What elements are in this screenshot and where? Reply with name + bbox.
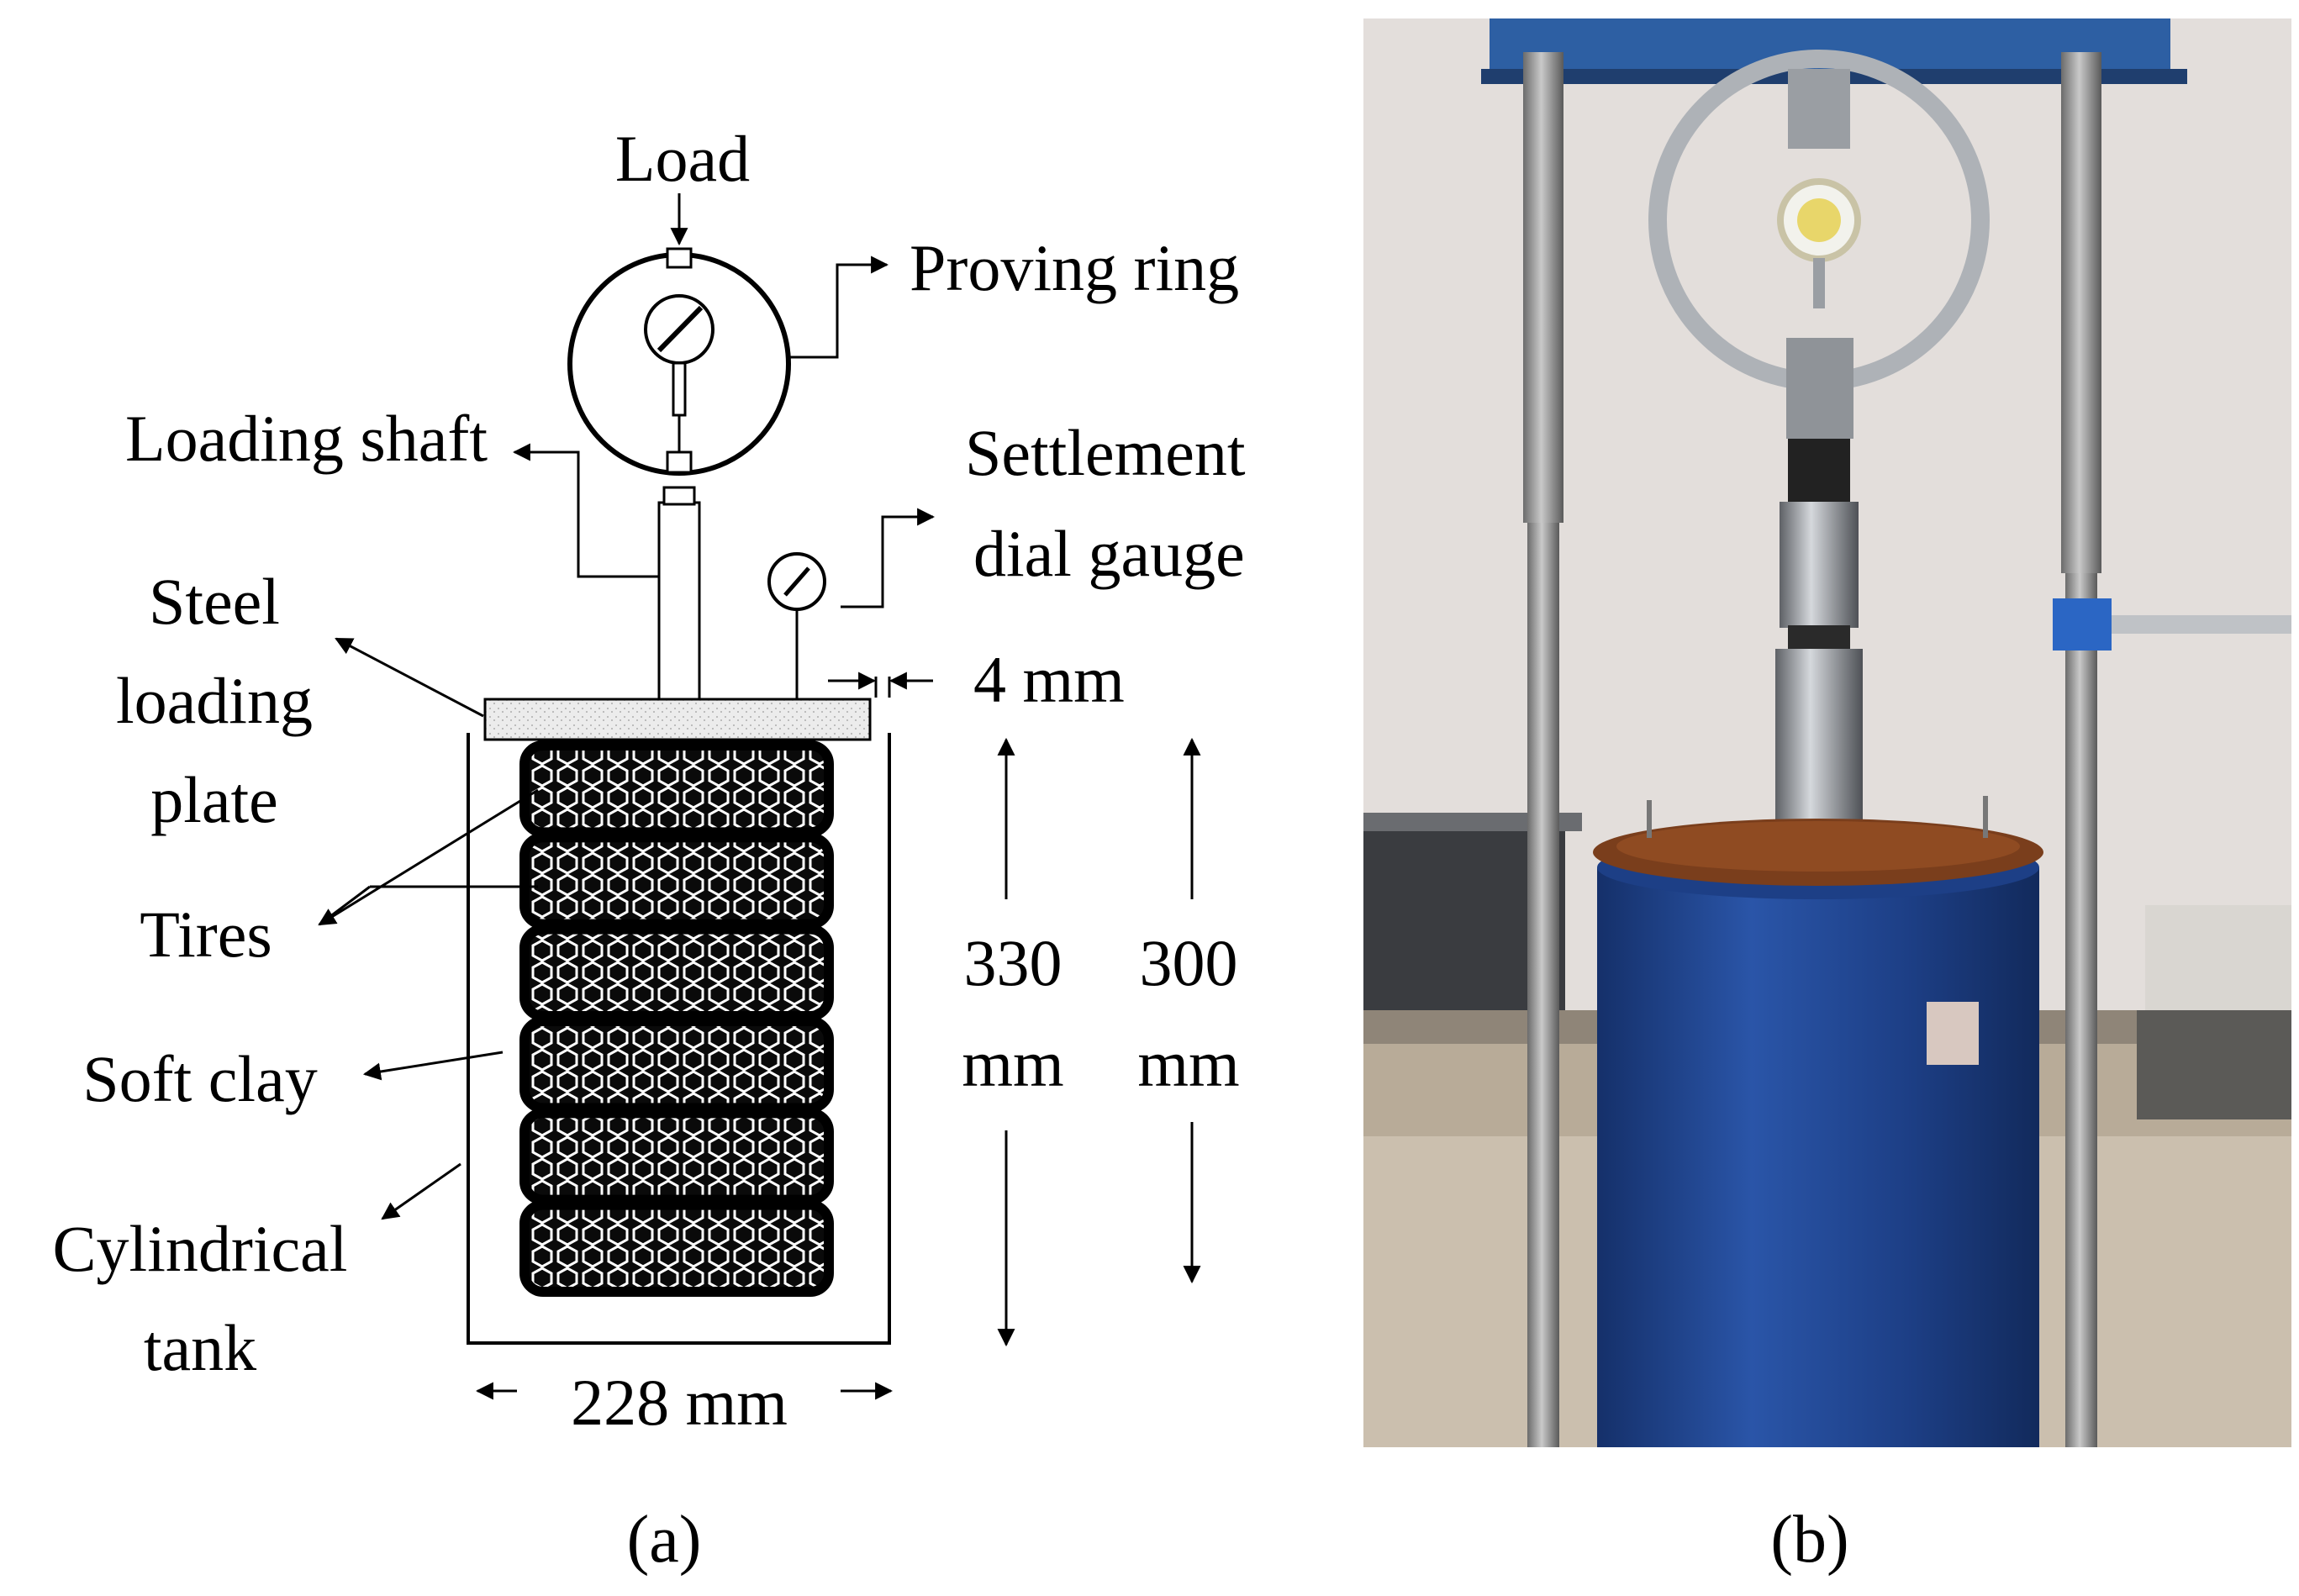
- photo-loading-shaft: [1775, 439, 1863, 842]
- load-label: Load: [615, 122, 750, 195]
- proving-ring-leader: [790, 255, 889, 359]
- gap-indicator: [828, 672, 933, 698]
- caption-b: (b): [1770, 1503, 1848, 1577]
- steel-loading-plate: [483, 698, 872, 741]
- width-label: 228 mm: [571, 1366, 788, 1439]
- shaft-collar: [662, 486, 696, 506]
- proving-ring-label: Proving ring: [910, 231, 1239, 304]
- photo-panel: (b): [1363, 18, 2291, 1577]
- tire: [519, 1199, 834, 1297]
- dim-300-value: 300: [1140, 926, 1238, 999]
- tank-label-line2: tank: [144, 1311, 256, 1384]
- photo-tank: [1593, 796, 2043, 1447]
- soft-clay-label: Soft clay: [82, 1042, 317, 1115]
- photo-columns: [1523, 52, 2291, 1447]
- steel-label-line2: loading: [116, 664, 313, 737]
- tire: [519, 1016, 834, 1114]
- tire: [519, 924, 834, 1021]
- tires-leader-2b: [319, 885, 371, 926]
- tire: [519, 740, 834, 838]
- steel-plate-leader: [335, 637, 484, 718]
- settlement-label-line2: dial gauge: [973, 517, 1245, 590]
- loading-shaft-label: Loading shaft: [125, 402, 488, 475]
- schematic-panel: Load Proving ring Loading shaft Settleme…: [53, 122, 1246, 1577]
- soft-clay-leader: [362, 1051, 504, 1081]
- tires-leader-1: [318, 788, 539, 926]
- tires-label: Tires: [140, 898, 272, 971]
- tire: [519, 1108, 834, 1205]
- tank-leader: [381, 1162, 461, 1220]
- settlement-dial-gauge: [767, 552, 826, 699]
- proving-ring: [567, 247, 791, 476]
- gap-label: 4 mm: [973, 643, 1125, 716]
- loading-shaft: [657, 501, 701, 701]
- settlement-label-line1: Settlement: [965, 416, 1246, 489]
- steel-label-line3: plate: [150, 763, 278, 836]
- dim-330-value: 330: [964, 926, 1062, 999]
- dim-330-unit: mm: [962, 1027, 1063, 1100]
- tank-label-line1: Cylindrical: [53, 1212, 348, 1285]
- steel-label-line1: Steel: [149, 565, 280, 638]
- tire-stack: [519, 740, 834, 1297]
- settlement-leader: [841, 508, 936, 608]
- caption-a: (a): [627, 1503, 702, 1577]
- tire: [519, 832, 834, 930]
- loading-shaft-leader: [512, 443, 659, 578]
- photo-proving-ring: [1648, 50, 1990, 439]
- cylindrical-tank: [467, 733, 891, 1345]
- dim-300-unit: mm: [1137, 1027, 1239, 1100]
